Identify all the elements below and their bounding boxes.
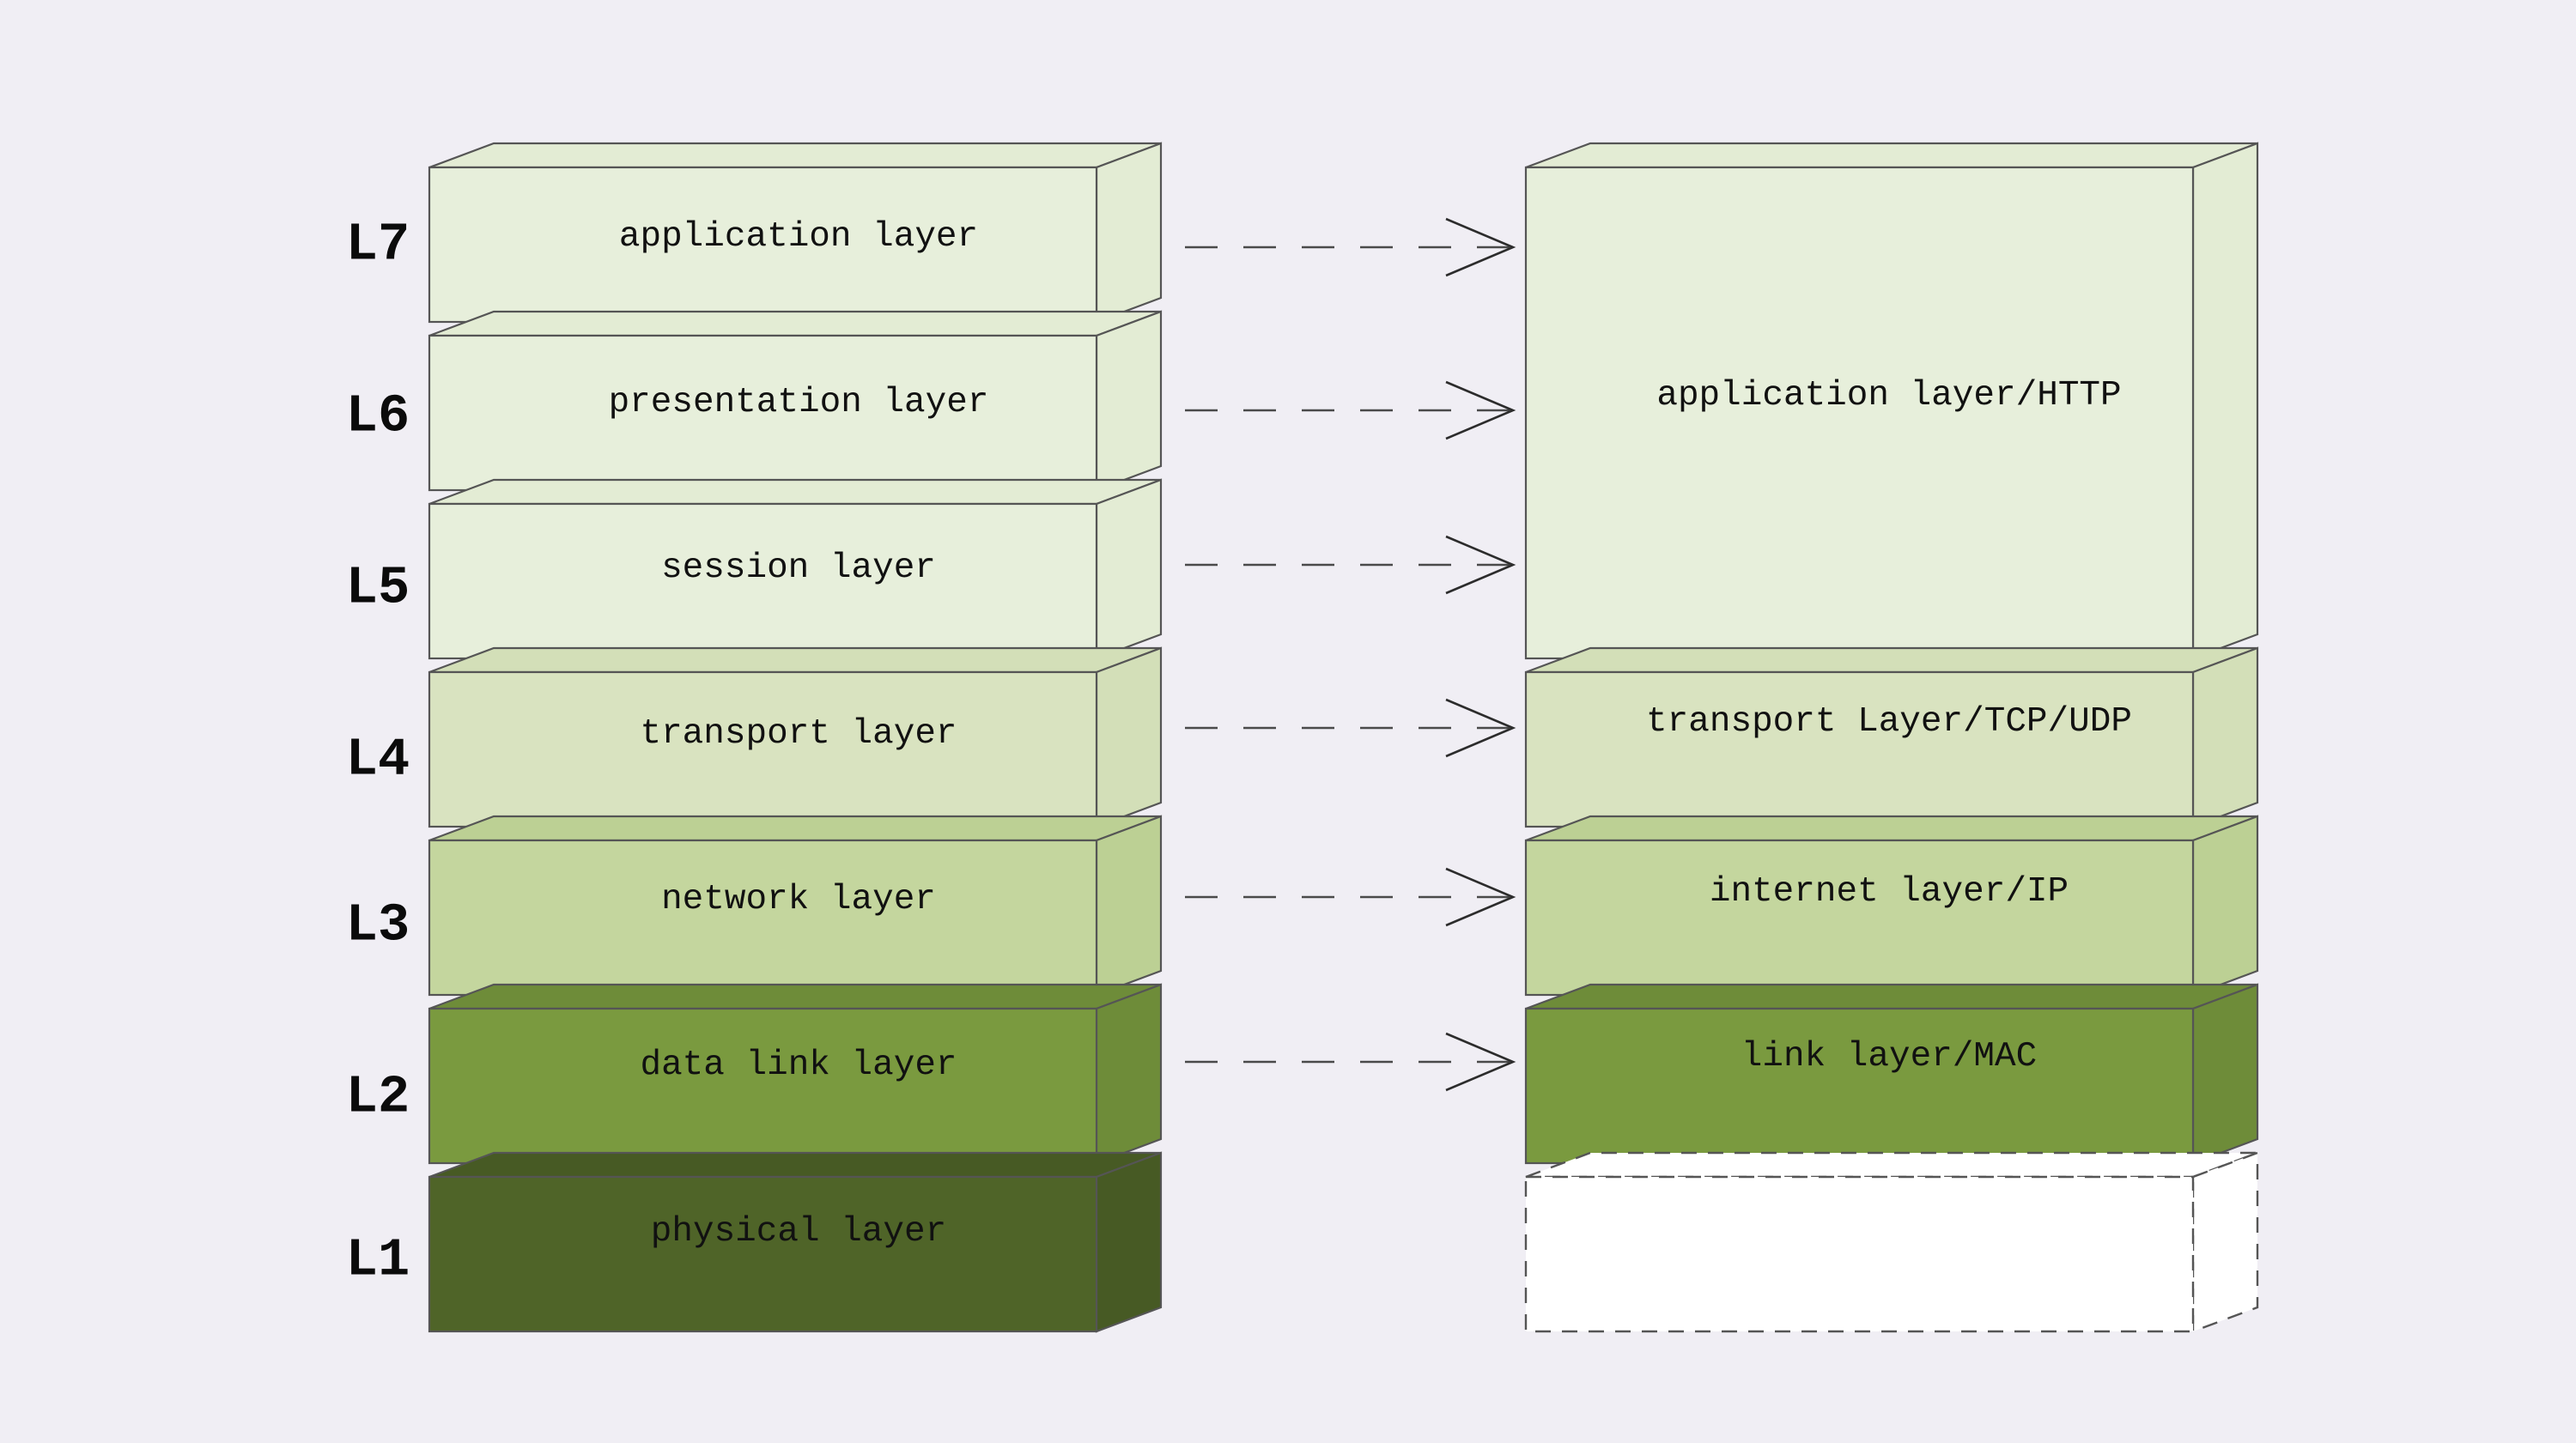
mapping-arrow-osi-l2-to-tcpip-link (1185, 1032, 1516, 1092)
layer-box-label: session layer (661, 549, 936, 588)
layer-box-front-face (428, 334, 1098, 492)
layer-box-osi-l5[interactable]: session layer (428, 478, 1163, 660)
layer-box-tcpip-link[interactable]: link layer/MAC (1524, 983, 2259, 1165)
layer-box-side-face (1095, 310, 1163, 492)
layer-box-top-face (1525, 646, 2258, 674)
level-label-l7: L7 (346, 214, 410, 275)
layer-box-front-face (1524, 839, 2195, 997)
level-label-l6: L6 (346, 385, 410, 446)
level-label-l4: L4 (346, 729, 410, 790)
layer-box-label: physical layer (651, 1212, 946, 1252)
layer-box-side-face (1095, 983, 1163, 1165)
layer-box-tcpip-transport[interactable]: transport Layer/TCP/UDP (1524, 646, 2259, 828)
tcpip-stack: application layer/HTTP transport Layer/TC… (1524, 142, 2259, 1333)
layer-box-label: link layer/MAC (1741, 1037, 2037, 1076)
layer-box-osi-l4[interactable]: transport layer (428, 646, 1163, 828)
layer-box-side-face (2191, 815, 2259, 997)
layer-box-top-face (1525, 142, 2258, 169)
layer-box-label: network layer (661, 880, 936, 919)
layer-box-side-face (2191, 983, 2259, 1165)
layer-box-osi-l6[interactable]: presentation layer (428, 310, 1163, 492)
layer-box-top-face (428, 815, 1162, 842)
layer-box-side-face (2191, 1151, 2259, 1333)
layer-box-top-face (1525, 983, 2258, 1010)
layer-box-top-face (428, 310, 1162, 337)
osi-stack: application layer presentation layer sessi… (428, 142, 1163, 1333)
mapping-arrow-osi-l4-to-tcpip-transport (1185, 698, 1516, 758)
layer-box-label: data link layer (640, 1046, 957, 1085)
layer-box-side-face (1095, 478, 1163, 660)
layer-box-front-face (428, 502, 1098, 660)
mapping-arrow-osi-l6-to-tcpip-application (1185, 380, 1516, 440)
layer-box-side-face (1095, 815, 1163, 997)
layer-box-label: application layer/HTTP (1656, 376, 2121, 415)
layer-box-label: presentation layer (609, 383, 989, 422)
layer-box-side-face (1095, 142, 1163, 324)
level-label-l1: L1 (346, 1229, 410, 1290)
mapping-arrow-osi-l7-to-tcpip-application (1185, 217, 1516, 277)
layer-box-tcpip-internet[interactable]: internet layer/IP (1524, 815, 2259, 997)
layer-box-osi-l1[interactable]: physical layer (428, 1151, 1163, 1333)
layer-box-side-face (2191, 646, 2259, 828)
layer-box-front-face (428, 166, 1098, 324)
layer-box-osi-l2[interactable]: data link layer (428, 983, 1163, 1165)
layer-box-label: application layer (619, 217, 978, 257)
layer-box-label: internet layer/IP (1710, 872, 2069, 912)
arrow-head-icon (1445, 698, 1516, 758)
mapping-arrows (1185, 217, 1516, 1092)
layer-box-top-face (428, 646, 1162, 674)
layer-box-side-face (1095, 1151, 1163, 1333)
level-label-l3: L3 (346, 894, 410, 955)
layer-box-tcpip-application[interactable]: application layer/HTTP (1524, 142, 2259, 660)
level-label-l5: L5 (346, 557, 410, 618)
mapping-arrow-osi-l5-to-tcpip-application (1185, 535, 1516, 595)
layer-box-osi-l7[interactable]: application layer (428, 142, 1163, 324)
layer-box-top-face (428, 983, 1162, 1010)
layer-box-top-face (428, 478, 1162, 506)
layer-box-top-face (1525, 815, 2258, 842)
layer-box-front-face (428, 1175, 1098, 1333)
arrow-head-icon (1445, 1032, 1516, 1092)
level-label-l2: L2 (346, 1066, 410, 1127)
layer-box-top-face (428, 1151, 1162, 1179)
layer-box-top-face (1525, 1151, 2258, 1179)
mapping-arrow-osi-l3-to-tcpip-internet (1185, 867, 1516, 927)
layer-box-front-face (428, 670, 1098, 828)
layer-box-front-face (1524, 1175, 2195, 1333)
layer-box-side-face (1095, 646, 1163, 828)
arrow-head-icon (1445, 217, 1516, 277)
arrow-head-icon (1445, 380, 1516, 440)
layer-box-side-face (2191, 142, 2259, 660)
layer-box-label: transport Layer/TCP/UDP (1646, 702, 2132, 742)
layer-box-front-face (1524, 670, 2195, 828)
layer-box-front-face (1524, 1007, 2195, 1165)
layer-box-front-face (428, 1007, 1098, 1165)
layer-box-front-face (1524, 166, 2195, 660)
arrow-head-icon (1445, 867, 1516, 927)
layer-box-tcpip-unspecified[interactable] (1524, 1151, 2259, 1333)
arrow-head-icon (1445, 535, 1516, 595)
layer-box-top-face (428, 142, 1162, 169)
layer-box-osi-l3[interactable]: network layer (428, 815, 1163, 997)
layer-box-label: transport layer (640, 714, 957, 754)
